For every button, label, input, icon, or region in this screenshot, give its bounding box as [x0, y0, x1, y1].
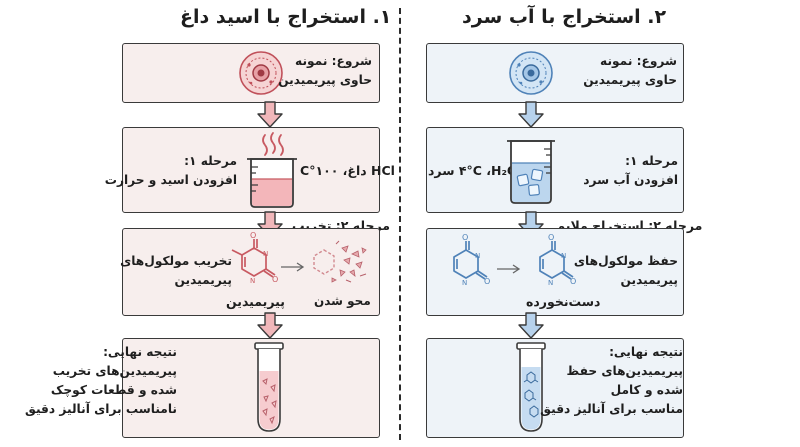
acid-cell-icon	[239, 51, 283, 95]
cold-condition-label: ۴°C ،H₂O سرد	[428, 163, 518, 178]
acid-test-tube-icon	[254, 342, 284, 432]
acid-start-line2: حاوی پیریمیدین	[278, 73, 372, 87]
svg-text:O: O	[548, 233, 554, 242]
acid-result-line3: نامناسب برای آنالیز دقیق	[24, 402, 177, 416]
cold-test-tube-icon	[516, 342, 546, 432]
pyrimidine-molecule-intact-icon: O O N N	[539, 233, 576, 287]
preservation-arrow	[497, 264, 521, 274]
cold-result-title: نتیجه نهایی:	[609, 345, 683, 359]
svg-text:O: O	[250, 231, 256, 240]
destroyed-molecule-icon	[313, 240, 367, 283]
cold-result-line3: مناسب برای آنالیز دقیق	[540, 402, 683, 416]
svg-text:O: O	[484, 277, 490, 286]
svg-text:N: N	[263, 250, 268, 258]
cold-step1-text: مرحله ۱: افزودن آب سرد	[583, 152, 678, 190]
acid-start-text: شروع: نمونه حاوی پیریمیدین	[278, 52, 372, 90]
acid-result-line2: شده و قطعات کوچک	[50, 383, 177, 397]
svg-text:N: N	[548, 279, 553, 287]
cold-arrow-1	[518, 101, 544, 128]
cold-step1-desc: افزودن آب سرد	[583, 173, 678, 187]
svg-text:N: N	[561, 252, 566, 260]
cold-result-line2: شده و کامل	[610, 383, 683, 397]
cold-start-line2: حاوی پیریمیدین	[583, 73, 677, 87]
pyrimidine-label: پیریمیدین	[226, 294, 285, 309]
cold-result-box	[426, 338, 684, 438]
cold-method-title: ۲. استخراج با آب سرد	[462, 6, 667, 28]
svg-text:N: N	[462, 279, 467, 287]
acid-step1-title: مرحله ۱:	[184, 154, 237, 168]
acid-condition-label: HCl داغ، ۱۰۰°C	[300, 163, 395, 178]
cold-arrow-3	[518, 312, 544, 339]
acid-result-title: نتیجه نهایی:	[103, 345, 177, 359]
svg-text:O: O	[570, 277, 576, 286]
acid-step1-text: مرحله ۱: افزودن اسید و حرارت	[105, 152, 237, 190]
cold-step2-line2: پیریمیدین	[620, 273, 678, 287]
cold-result-line1: پیریمیدین‌های حفظ	[566, 364, 683, 378]
cold-cell-icon	[509, 51, 553, 95]
cold-result-text: نتیجه نهایی: پیریمیدین‌های حفظ شده و کام…	[540, 343, 683, 419]
beaker-ice-icon	[507, 140, 555, 204]
cold-start-line1: شروع: نمونه	[600, 54, 677, 68]
svg-text:N: N	[475, 252, 480, 260]
acid-result-line1: پیریمیدین‌های تخریب	[52, 364, 177, 378]
column-divider	[399, 8, 401, 440]
acid-step2-text: تخریب مولکول‌های پیریمیدین	[120, 252, 232, 290]
intact-label: دست‌نخورده	[526, 294, 601, 309]
destroyed-label: محو شدن	[314, 294, 371, 308]
cold-step2-line1: حفظ مولکول‌های	[573, 254, 678, 268]
degradation-arrow	[281, 262, 305, 272]
pyrimidine-molecule-icon: O O N N	[231, 231, 278, 285]
acid-step1-desc: افزودن اسید و حرارت	[104, 173, 237, 187]
cold-start-text: شروع: نمونه حاوی پیریمیدین	[583, 52, 677, 90]
acid-step2-line2: پیریمیدین	[174, 273, 232, 287]
svg-text:O: O	[462, 233, 468, 242]
acid-arrow-3	[257, 312, 283, 339]
cold-step2-text: حفظ مولکول‌های پیریمیدین	[574, 252, 678, 290]
acid-step2-line1: تخریب مولکول‌های	[120, 254, 232, 268]
pyrimidine-molecule-left-icon: O O N N	[453, 233, 490, 287]
beaker-heat-icon	[247, 132, 297, 208]
cold-step1-title: مرحله ۱:	[625, 154, 678, 168]
svg-text:N: N	[250, 277, 255, 285]
acid-result-text: نتیجه نهایی: پیریمیدین‌های تخریب شده و ق…	[25, 343, 177, 419]
acid-result-box	[122, 338, 380, 438]
acid-start-line1: شروع: نمونه	[295, 54, 372, 68]
acid-method-title: ۱. استخراج با اسید داغ	[180, 6, 392, 28]
svg-text:O: O	[272, 275, 278, 284]
acid-arrow-1	[257, 101, 283, 128]
cold-start-box	[426, 43, 684, 103]
